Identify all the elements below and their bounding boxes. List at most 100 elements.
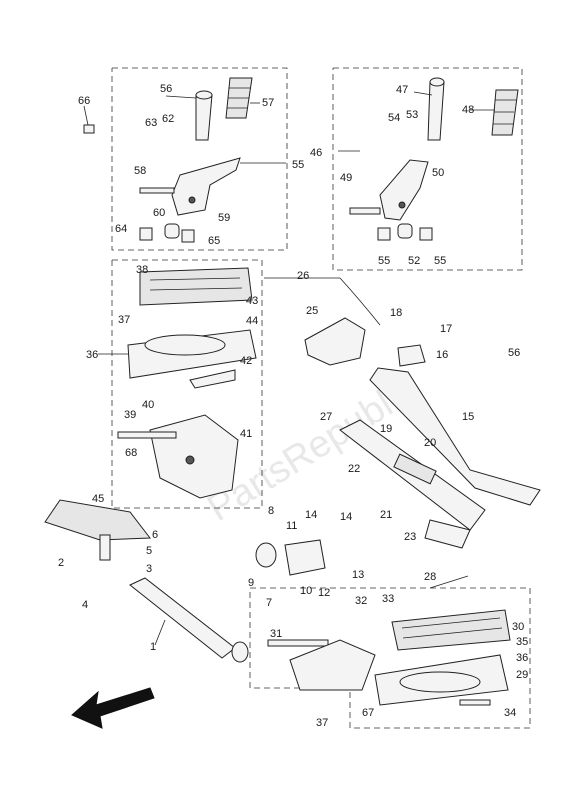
callout-36: 37 — [316, 717, 328, 729]
callout-labels: 66 56 57 63 62 55 58 59 60 64 65 47 48 5… — [58, 83, 528, 729]
callout-59: 57 — [262, 97, 274, 109]
callout-29: 30 — [512, 621, 524, 633]
callout-19: 19 — [380, 423, 392, 435]
part-25-cable — [339, 277, 381, 326]
part-switch-bracket — [284, 539, 326, 576]
part-23-sleeve — [424, 519, 471, 549]
callout-52: 52 — [408, 255, 420, 267]
callout-49: 48 — [462, 104, 474, 116]
part-38-footboard — [127, 329, 257, 379]
callout-22: 22 — [348, 463, 360, 475]
callout-50: 49 — [340, 172, 352, 184]
callout-7: 7 — [266, 597, 272, 609]
callout-15: 15 — [462, 411, 474, 423]
part-bracket-upper-left — [171, 157, 241, 216]
callout-37: 36 — [86, 349, 98, 361]
callout-34: 35 — [516, 636, 528, 648]
callout-13: 13 — [352, 569, 364, 581]
part-16-plate — [397, 344, 426, 367]
callout-31: 32 — [355, 595, 367, 607]
callout-3: 3 — [146, 563, 152, 575]
part-59-grip — [225, 77, 253, 119]
callout-14a: 14 — [305, 509, 317, 521]
callout-65a: 64 — [115, 223, 127, 235]
group-box-37 — [111, 259, 263, 509]
part-55-clips-right — [377, 223, 433, 241]
callout-55a: 55 — [378, 255, 390, 267]
part-65-clips-left — [139, 223, 195, 243]
callout-1: 1 — [150, 641, 156, 653]
callout-67: 67 — [362, 707, 374, 719]
part-15-stand — [369, 367, 541, 506]
callout-18: 18 — [390, 307, 402, 319]
part-24-bracket — [304, 317, 366, 366]
callout-40: 39 — [124, 409, 136, 421]
callout-9: 9 — [248, 577, 254, 589]
callout-64: 63 — [145, 117, 157, 129]
callout-42: 41 — [240, 428, 252, 440]
part-2-pedal-bracket — [99, 534, 111, 561]
callout-45: 44 — [246, 315, 258, 327]
part-28-footboard — [374, 654, 509, 706]
callout-11: 11 — [286, 520, 297, 532]
callout-21: 21 — [380, 509, 392, 521]
callout-14b: 14 — [340, 511, 352, 523]
part-66-bolt — [83, 124, 95, 134]
part-50-bolt — [349, 207, 381, 215]
part-bracket-lower — [289, 639, 376, 691]
leader-lines — [83, 91, 495, 646]
direction-arrow-icon — [71, 687, 155, 729]
part-43-bracket — [189, 369, 236, 389]
callout-8: 8 — [268, 505, 274, 517]
callout-27: 28 — [424, 571, 436, 583]
callout-62: 60 — [153, 207, 165, 219]
callout-35: 36 — [516, 652, 528, 664]
group-box-57 — [111, 67, 288, 251]
part-30-bolt — [267, 639, 329, 647]
callout-17: 17 — [440, 323, 452, 335]
callout-63: 62 — [162, 113, 174, 125]
callout-51: 50 — [432, 167, 444, 179]
part-frame-bracket — [149, 414, 239, 499]
callout-30: 31 — [270, 628, 282, 640]
part-29-footboard-pad — [391, 609, 511, 651]
part-33-bolt — [459, 699, 491, 706]
part-40-bolt — [117, 431, 177, 439]
callout-58: 56 — [160, 83, 172, 95]
callout-65b: 65 — [208, 235, 220, 247]
group-box-47 — [332, 67, 523, 271]
callout-55b: 55 — [434, 255, 446, 267]
callout-32: 33 — [382, 593, 394, 605]
part-bracket-upper-right — [379, 159, 429, 221]
callout-23: 23 — [404, 531, 416, 543]
callout-46: 45 — [92, 493, 104, 505]
callout-66: 66 — [78, 95, 90, 107]
callout-53: 53 — [406, 109, 418, 121]
callout-25: 26 — [297, 270, 309, 282]
part-39-footboard-pad — [139, 267, 253, 306]
part-6-pedal-pad — [44, 499, 151, 541]
callout-24: 25 — [306, 305, 318, 317]
callout-56: 56 — [508, 347, 520, 359]
callout-48: 47 — [396, 84, 408, 96]
callout-60: 58 — [134, 165, 146, 177]
callout-12: 12 — [318, 587, 330, 599]
part-1-pedal-arm — [129, 577, 249, 663]
callout-43: 42 — [240, 355, 252, 367]
part-58-footrest-stay — [195, 90, 213, 141]
part-48-footrest-stay — [427, 77, 445, 141]
callout-28: 29 — [516, 669, 528, 681]
callout-39: 38 — [136, 264, 148, 276]
part-60-bolt — [139, 187, 175, 194]
group-box-27 — [249, 587, 531, 729]
part-9-washer — [255, 542, 277, 568]
callout-68: 68 — [125, 447, 137, 459]
callout-57: 55 — [292, 159, 304, 171]
part-49-grip — [491, 89, 519, 136]
callout-33: 34 — [504, 707, 516, 719]
callout-16: 16 — [436, 349, 448, 361]
callout-26: 27 — [320, 411, 332, 423]
callout-54: 54 — [388, 112, 400, 124]
part-21-spring — [393, 453, 437, 485]
